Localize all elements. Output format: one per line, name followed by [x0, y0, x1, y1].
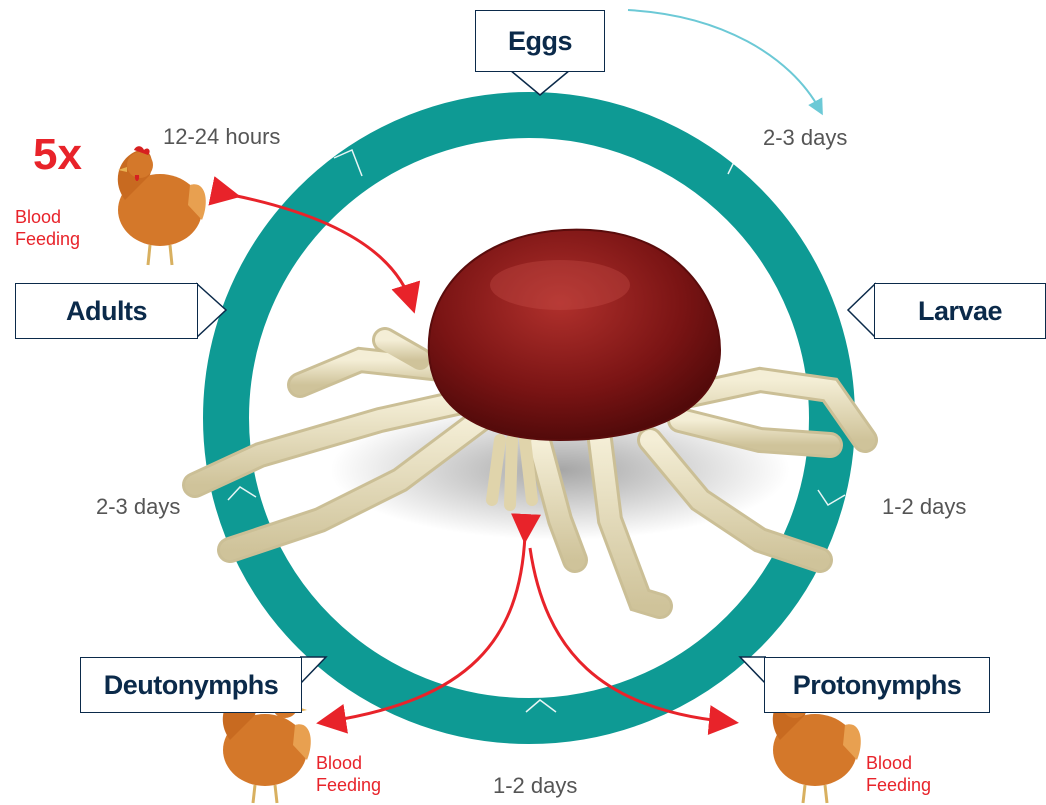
feeding-line2: Feeding — [316, 774, 381, 796]
deutonymph-blood-feeding-label: Blood Feeding — [316, 752, 381, 796]
duration-adults-to-eggs: 12-24 hours — [163, 124, 280, 150]
hen-icon — [118, 146, 206, 265]
deutonymphs-label-pointer — [300, 657, 326, 684]
duration-eggs-to-larvae: 2-3 days — [763, 125, 847, 151]
eggs-label-pointer — [510, 70, 570, 95]
stage-label-eggs: Eggs — [475, 10, 605, 72]
protonymphs-label-pointer — [740, 657, 766, 684]
larvae-label-pointer — [848, 283, 876, 338]
stage-label-larvae: Larvae — [874, 283, 1046, 339]
feeding-multiplier: 5x — [33, 130, 82, 180]
duration-protonymphs-to-deutonymphs: 1-2 days — [493, 773, 577, 799]
stage-label-deutonymphs: Deutonymphs — [80, 657, 302, 713]
deutonymph-feeding-arrow — [325, 535, 525, 722]
protonymph-blood-feeding-label: Blood Feeding — [866, 752, 931, 796]
stage-label-adults: Adults — [15, 283, 198, 339]
feeding-line1: Blood — [316, 752, 381, 774]
cycle-direction-arrow — [628, 10, 820, 110]
feeding-line2: Feeding — [866, 774, 931, 796]
feeding-line1: Blood — [15, 206, 80, 228]
duration-larvae-to-protonymphs: 1-2 days — [882, 494, 966, 520]
mite-body-highlight — [490, 260, 630, 310]
duration-deutonymphs-to-adults: 2-3 days — [96, 494, 180, 520]
feeding-line1: Blood — [866, 752, 931, 774]
stage-label-protonymphs: Protonymphs — [764, 657, 990, 713]
feeding-line2: Feeding — [15, 228, 80, 250]
adult-blood-feeding-label: Blood Feeding — [15, 206, 80, 250]
